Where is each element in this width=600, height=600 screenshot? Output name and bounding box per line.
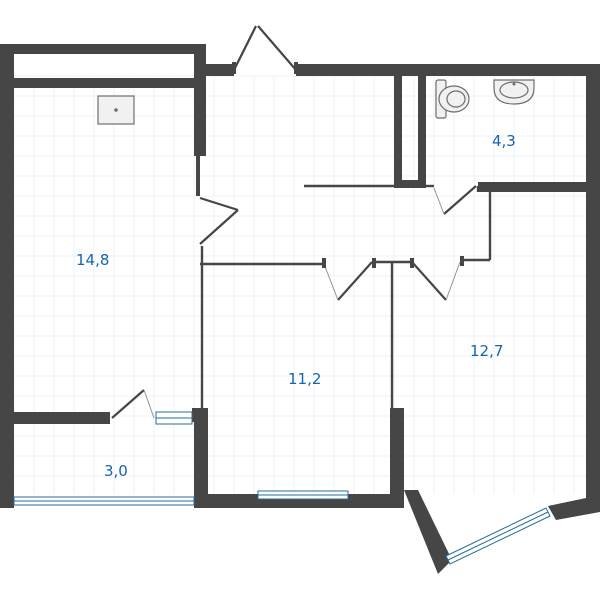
door-entry	[232, 25, 298, 74]
walls	[0, 44, 600, 574]
sink-icon	[493, 79, 535, 105]
room-area-balcony: 3,0	[104, 462, 128, 480]
toilet-icon	[435, 79, 470, 119]
wall-left-outer	[0, 44, 14, 508]
wall-shaft-left	[394, 76, 402, 188]
wall-shaft-right	[418, 76, 426, 188]
window-bay	[445, 507, 551, 565]
wall-top-left	[0, 44, 206, 54]
wall-living-right-upper	[194, 76, 206, 156]
wall-shaft-bottom	[394, 180, 426, 188]
room-area-bathroom: 4,3	[492, 132, 516, 150]
wall-bedroom-right-lower	[390, 408, 404, 508]
wall-balcony-divider	[14, 412, 110, 424]
windows	[13, 411, 551, 565]
window-balcony-door	[155, 411, 193, 425]
door-room-right	[410, 256, 464, 301]
wall-right-lower	[586, 186, 600, 512]
window-balcony-bottom	[13, 496, 195, 506]
window-bedroom-bottom	[257, 490, 349, 500]
wall-bay-left	[404, 490, 452, 574]
room-area-living: 14,8	[76, 251, 109, 269]
wall-right-upper	[586, 64, 600, 186]
room-area-right: 12,7	[470, 342, 503, 360]
wall-bathroom-bottom	[478, 182, 600, 192]
wall-niche-bottom	[14, 78, 194, 88]
door-bedroom	[322, 258, 376, 301]
room-area-bedroom: 11,2	[288, 370, 321, 388]
partitions	[196, 184, 492, 494]
wall-bedroom-left-lower	[194, 408, 208, 508]
door-balcony	[111, 389, 155, 419]
area-labels: 14,8 11,2 12,7 4,3 3,0	[76, 132, 516, 480]
wall-top-right	[296, 64, 600, 76]
door-living	[199, 196, 239, 245]
shower-icon	[97, 95, 135, 125]
wall-bottom	[194, 494, 404, 508]
door-bathroom	[433, 185, 477, 215]
wall-top-stub	[194, 64, 234, 76]
wall-living-right-thin	[196, 156, 200, 196]
fixtures	[97, 79, 535, 125]
doors	[111, 25, 477, 419]
wall-bay-right	[548, 498, 600, 520]
